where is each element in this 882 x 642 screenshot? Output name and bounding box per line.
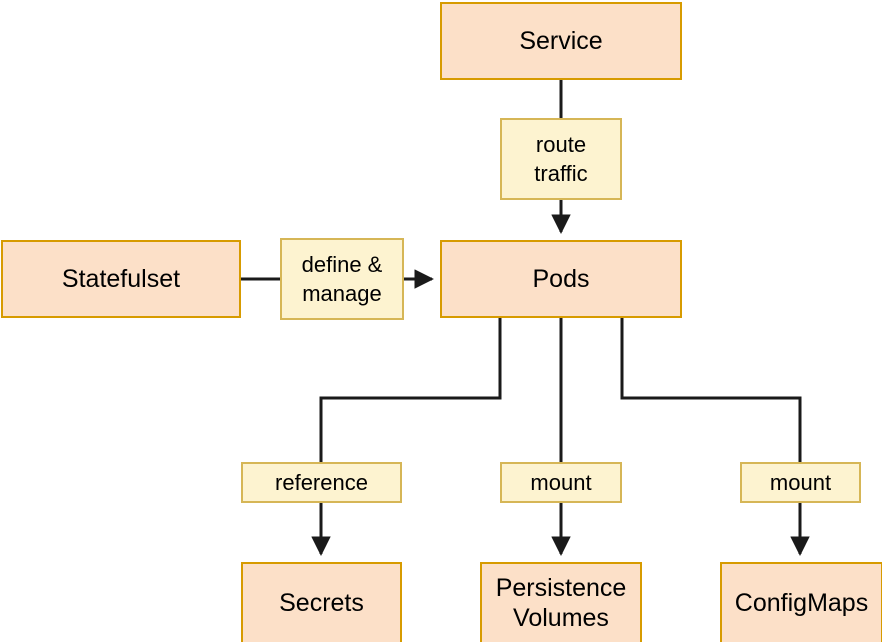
edge-label-reference-text: reference xyxy=(275,470,368,495)
edge-label-define-manage[interactable]: define &manage xyxy=(280,238,404,320)
edge-label-mount-persistence-volumes[interactable]: mount xyxy=(500,462,622,503)
edge-label-mount-pv-text: mount xyxy=(530,470,592,495)
node-configmaps[interactable]: ConfigMaps xyxy=(720,562,882,642)
node-statefulset[interactable]: Statefulset xyxy=(1,240,241,318)
edge-label-mount-cm-text: mount xyxy=(769,470,832,495)
node-configmaps-label: ConfigMaps xyxy=(734,589,869,617)
node-pods[interactable]: Pods xyxy=(440,240,682,318)
node-pods-label: Pods xyxy=(532,265,590,293)
edge-pods-to-reference xyxy=(319,318,502,462)
node-secrets[interactable]: Secrets xyxy=(241,562,402,642)
node-statefulset-label: Statefulset xyxy=(61,265,181,293)
edge-label-define-manage-text: define &manage xyxy=(301,252,383,306)
node-secrets-label: Secrets xyxy=(279,589,364,617)
edge-pods-to-mount-cm xyxy=(620,318,802,462)
node-service-label: Service xyxy=(519,27,603,55)
edge-label-mount-configmaps[interactable]: mount xyxy=(740,462,861,503)
edge-label-reference[interactable]: reference xyxy=(241,462,402,503)
node-service[interactable]: Service xyxy=(440,2,682,80)
